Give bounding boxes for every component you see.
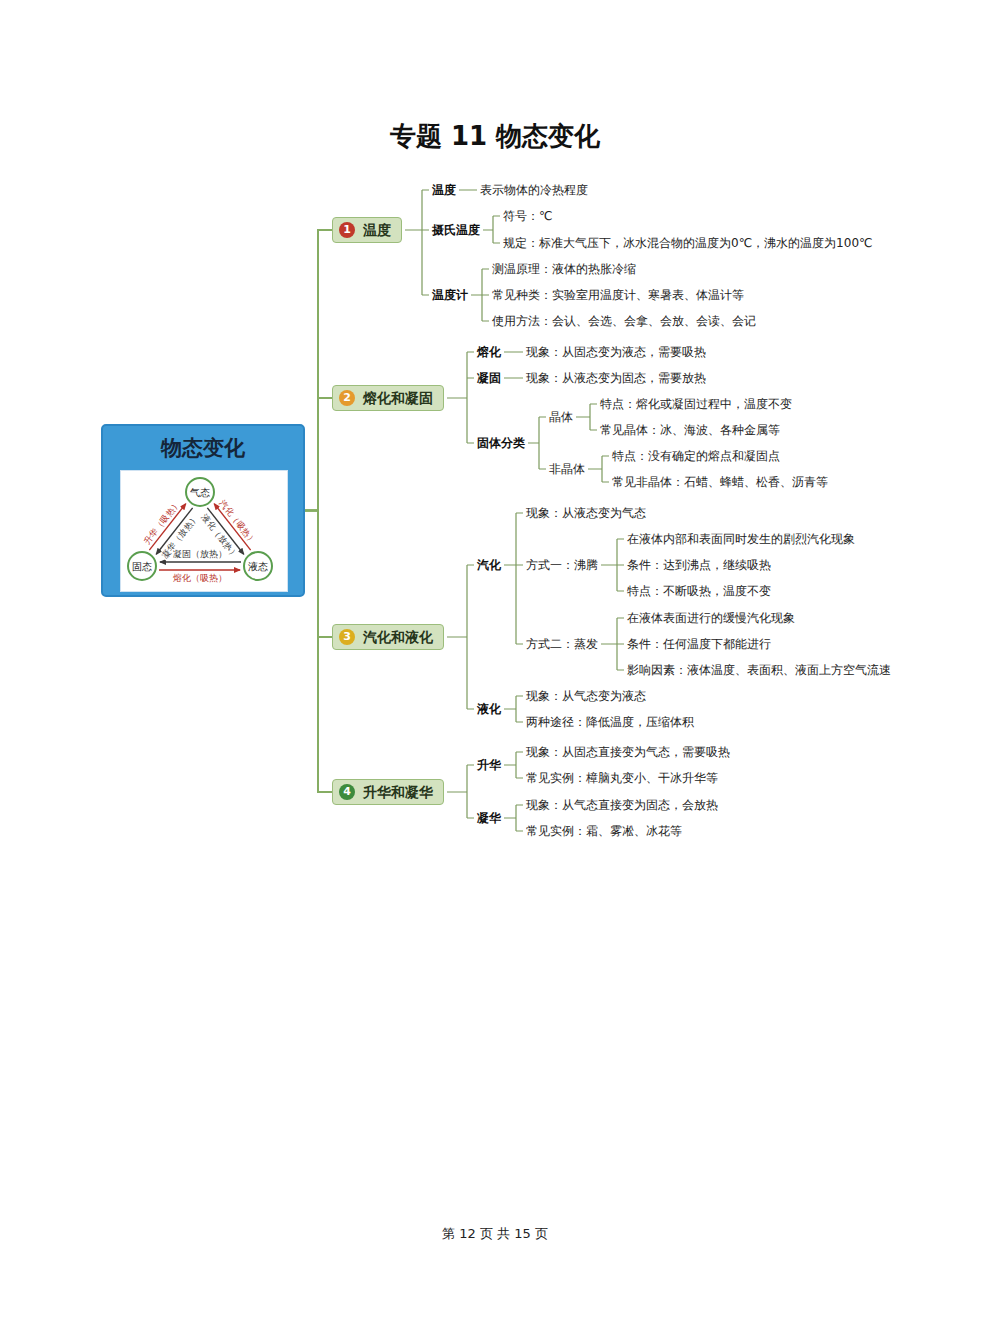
branch-title: 升华和凝华 bbox=[363, 783, 433, 801]
branch-box: 1 温度 bbox=[332, 217, 402, 243]
branch-box: 2 熔化和凝固 bbox=[332, 385, 444, 411]
tree-bracket bbox=[601, 618, 624, 670]
trunk-connector bbox=[305, 230, 332, 511]
note-text: 影响因素：液体温度、表面积、液面上方空气流速 bbox=[627, 662, 891, 678]
note-text: 常见非晶体：石蜡、蜂蜡、松香、沥青等 bbox=[612, 474, 828, 490]
branch-term: 固体分类 bbox=[477, 435, 525, 451]
branch-term: 温度 bbox=[432, 182, 456, 198]
tree-bracket bbox=[504, 752, 523, 778]
branch-title: 温度 bbox=[363, 221, 391, 239]
root-heading: 物态变化 bbox=[103, 434, 303, 462]
state-circle: 固态 bbox=[127, 551, 157, 581]
trunk-connector bbox=[305, 511, 332, 793]
branch-term: 液化 bbox=[477, 701, 501, 717]
branch-title: 熔化和凝固 bbox=[363, 389, 433, 407]
tree-bracket bbox=[528, 417, 546, 469]
note-text: 测温原理：液体的热胀冷缩 bbox=[492, 261, 636, 277]
note-text: 现象：从气态直接变为固态，会放热 bbox=[526, 797, 718, 813]
tree-bracket bbox=[504, 805, 523, 831]
tree-bracket bbox=[504, 696, 523, 722]
state-name: 液态 bbox=[248, 561, 268, 572]
page-title: 专题 11 物态变化 bbox=[0, 118, 990, 154]
note-text: 现象：从固态直接变为气态，需要吸热 bbox=[526, 744, 730, 760]
note-text: 常见晶体：冰、海波、各种金属等 bbox=[600, 422, 780, 438]
branch-term: 熔化 bbox=[477, 344, 501, 360]
note-text: 在液体表面进行的缓慢汽化现象 bbox=[627, 610, 795, 626]
note-text: 常见实例：樟脑丸变小、干冰升华等 bbox=[526, 770, 718, 786]
branch-term: 凝固 bbox=[477, 370, 501, 386]
tree-bracket bbox=[504, 513, 523, 644]
tree-bracket bbox=[504, 351, 523, 352]
tree-bracket bbox=[447, 352, 474, 443]
branch-term: 温度计 bbox=[432, 287, 468, 303]
trunk-connector bbox=[305, 398, 332, 511]
branch-box: 4 升华和凝华 bbox=[332, 779, 444, 805]
branch-term: 凝华 bbox=[477, 810, 501, 826]
note-text: 现象：从液态变为气态 bbox=[526, 505, 646, 521]
note-text: 符号：℃ bbox=[503, 208, 552, 224]
note-text: 特点：熔化或凝固过程中，温度不变 bbox=[600, 396, 792, 412]
tree-bracket bbox=[576, 404, 597, 430]
note-text: 常见实例：霜、雾凇、冰花等 bbox=[526, 823, 682, 839]
tree-bracket bbox=[447, 565, 474, 709]
phase-change-arrow bbox=[159, 569, 240, 570]
tree-bracket bbox=[601, 539, 624, 591]
note-text: 晶体 bbox=[549, 409, 573, 425]
note-text: 第 12 页 共 15 页 bbox=[0, 1226, 990, 1242]
state-circle: 气态 bbox=[185, 477, 215, 507]
callout-number: 1 bbox=[339, 222, 355, 238]
note-text: 非晶体 bbox=[549, 461, 585, 477]
tree-bracket bbox=[405, 190, 429, 295]
branch-term: 升华 bbox=[477, 757, 501, 773]
note-text: 方式一：沸腾 bbox=[526, 557, 598, 573]
tree-bracket bbox=[471, 269, 489, 321]
branch-term: 汽化 bbox=[477, 557, 501, 573]
note-text: 现象：从固态变为液态，需要吸热 bbox=[526, 344, 706, 360]
note-text: 现象：从液态变为固态，需要放热 bbox=[526, 370, 706, 386]
note-text: 特点：不断吸热，温度不变 bbox=[627, 583, 771, 599]
note-text: 在液体内部和表面同时发生的剧烈汽化现象 bbox=[627, 531, 855, 547]
tree-bracket bbox=[447, 765, 474, 818]
note-text: 两种途径：降低温度，压缩体积 bbox=[526, 714, 694, 730]
phase-change-arrow bbox=[160, 561, 241, 562]
callout-number: 4 bbox=[339, 784, 355, 800]
note-text: 使用方法：会认、会选、会拿、会放、会读、会记 bbox=[492, 313, 756, 329]
state-circle: 液态 bbox=[243, 551, 273, 581]
tree-bracket bbox=[483, 216, 500, 243]
state-name: 固态 bbox=[132, 561, 152, 572]
tree-bracket bbox=[504, 377, 523, 378]
branch-box: 3 汽化和液化 bbox=[332, 624, 444, 650]
tree-bracket bbox=[459, 189, 477, 190]
note-text: 现象：从气态变为液态 bbox=[526, 688, 646, 704]
note-text: 常见种类：实验室用温度计、寒暑表、体温计等 bbox=[492, 287, 744, 303]
note-text: 方式二：蒸发 bbox=[526, 636, 598, 652]
tree-bracket bbox=[588, 456, 609, 482]
state-name: 气态 bbox=[190, 487, 210, 498]
phase-change-label: 凝固（放热） bbox=[172, 549, 228, 559]
root-box: 物态变化气态固态液态升华（吸热）凝华（放热）汽化（吸热）液化（放热）凝固（放热）… bbox=[101, 424, 305, 597]
note-text: 规定：标准大气压下，冰水混合物的温度为0℃，沸水的温度为100℃ bbox=[503, 235, 873, 251]
branch-term: 摄氏温度 bbox=[432, 222, 480, 238]
branch-title: 汽化和液化 bbox=[363, 628, 433, 646]
note-text: 表示物体的冷热程度 bbox=[480, 182, 588, 198]
callout-number: 3 bbox=[339, 629, 355, 645]
note-text: 条件：任何温度下都能进行 bbox=[627, 636, 771, 652]
note-text: 条件：达到沸点，继续吸热 bbox=[627, 557, 771, 573]
phase-change-label: 熔化（吸热） bbox=[172, 573, 228, 583]
note-text: 特点：没有确定的熔点和凝固点 bbox=[612, 448, 780, 464]
callout-number: 2 bbox=[339, 390, 355, 406]
